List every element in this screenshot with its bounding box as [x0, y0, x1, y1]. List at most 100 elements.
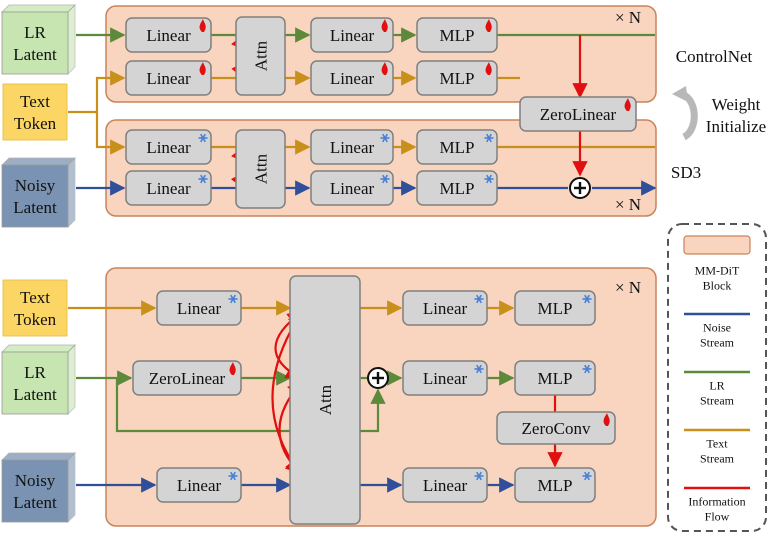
- repeat-label: × N: [615, 195, 641, 214]
- snowflake-icon: [228, 294, 238, 304]
- linear-module-label: Linear: [423, 369, 468, 388]
- flame-icon: [381, 62, 388, 75]
- snowflake-icon: [582, 294, 592, 304]
- flame-icon: [199, 62, 206, 75]
- linear-module: Linear: [402, 290, 488, 326]
- attn-module-label: Attn: [252, 153, 271, 184]
- linear-module-label: Linear: [330, 26, 375, 45]
- snowflake-icon: [582, 364, 592, 374]
- repeat-label: × N: [615, 278, 641, 297]
- snowflake-icon: [484, 133, 494, 143]
- zero-linear-module: ZeroLinear: [132, 360, 242, 396]
- mlp-module: MLP: [416, 60, 498, 96]
- mlp-module: MLP: [514, 360, 596, 396]
- legend-box: [667, 223, 767, 532]
- linear-module: Linear: [156, 290, 242, 326]
- snowflake-icon: [198, 133, 208, 143]
- flame-icon: [229, 362, 236, 375]
- snowflake-icon: [228, 471, 238, 481]
- flame-icon: [199, 19, 206, 32]
- linear-module-label: Linear: [330, 69, 375, 88]
- linear-module-label: Linear: [330, 179, 375, 198]
- zero-linear-module-label: ZeroLinear: [540, 105, 617, 124]
- linear-module: Linear: [125, 170, 212, 206]
- zero-linear-module: ZeroLinear: [519, 96, 637, 132]
- text-stream-arrow: [68, 70, 126, 114]
- add-operator-icon: [367, 367, 389, 389]
- linear-module-label: Linear: [177, 476, 222, 495]
- attn-module: Attn: [235, 16, 286, 96]
- snowflake-icon: [380, 133, 390, 143]
- snowflake-icon: [484, 174, 494, 184]
- linear-module-label: Linear: [146, 69, 191, 88]
- flame-icon: [381, 19, 388, 32]
- linear-module: Linear: [310, 129, 394, 165]
- mlp-module: MLP: [416, 129, 498, 165]
- mlp-module-label: MLP: [538, 369, 573, 388]
- linear-module: Linear: [156, 467, 242, 503]
- add-operator-icon: [569, 177, 591, 199]
- linear-module-label: Linear: [146, 138, 191, 157]
- flame-icon: [624, 98, 631, 111]
- snowflake-icon: [474, 294, 484, 304]
- snowflake-icon: [474, 471, 484, 481]
- linear-module-label: Linear: [146, 179, 191, 198]
- legend-block-swatch: [683, 235, 751, 255]
- mlp-module: MLP: [416, 170, 498, 206]
- mlp-module-label: MLP: [440, 179, 475, 198]
- linear-module: Linear: [125, 60, 212, 96]
- attn-module: Attn: [289, 275, 361, 525]
- mlp-module-label: MLP: [440, 138, 475, 157]
- flame-icon: [485, 19, 492, 32]
- mlp-module: MLP: [416, 17, 498, 53]
- snowflake-icon: [198, 174, 208, 184]
- mlp-module-label: MLP: [538, 476, 573, 495]
- linear-module: Linear: [125, 17, 212, 53]
- sd3-label: SD3: [671, 163, 701, 182]
- linear-module: Linear: [310, 17, 394, 53]
- controlnet-label: ControlNet: [676, 47, 753, 66]
- linear-module: Linear: [310, 60, 394, 96]
- linear-module-label: Linear: [177, 299, 222, 318]
- lr-stream-arrow: [115, 378, 386, 433]
- linear-module-label: Linear: [330, 138, 375, 157]
- snowflake-icon: [474, 364, 484, 374]
- linear-module: Linear: [125, 129, 212, 165]
- snowflake-icon: [582, 471, 592, 481]
- flame-icon: [485, 62, 492, 75]
- zero-conv-module: ZeroConv: [496, 411, 616, 445]
- flame-icon: [603, 413, 610, 426]
- weight-initialize-arrowhead: [672, 86, 688, 102]
- attn-module-label: Attn: [316, 384, 335, 415]
- attn-module-label: Attn: [252, 40, 271, 71]
- attn-module: Attn: [235, 129, 286, 209]
- zero-linear-module-label: ZeroLinear: [149, 369, 226, 388]
- linear-module-label: Linear: [146, 26, 191, 45]
- mlp-module-label: MLP: [440, 69, 475, 88]
- text-stream-arrow: [95, 112, 126, 155]
- zero-conv-module-label: ZeroConv: [522, 419, 591, 438]
- linear-module: Linear: [402, 360, 488, 396]
- mlp-module-label: MLP: [440, 26, 475, 45]
- linear-module: Linear: [402, 467, 488, 503]
- mlp-module-label: MLP: [538, 299, 573, 318]
